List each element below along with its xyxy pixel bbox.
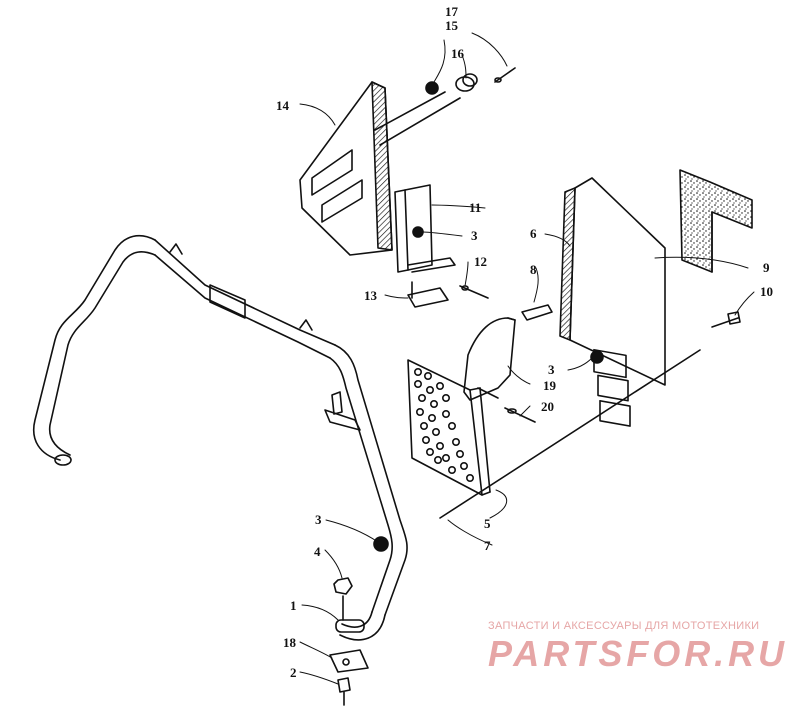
plate-hole [429, 399, 438, 408]
callout-18: 18 [283, 635, 297, 650]
bracket-19 [463, 317, 516, 401]
leader-lines [299, 32, 755, 685]
plate-hole [423, 371, 432, 380]
bumper-tube-part [33, 234, 408, 641]
plate-holes [413, 367, 474, 482]
plate-hole [441, 409, 450, 418]
bushing-16 [455, 73, 478, 92]
plate-hole [433, 455, 442, 464]
callout-4: 4 [314, 544, 321, 559]
callout-labels: 1 2 3 3 3 4 5 6 7 8 9 10 11 12 13 14 15 … [276, 4, 773, 680]
callout-15: 15 [445, 18, 459, 33]
bracket-18 [329, 649, 369, 673]
callout-6: 6 [530, 226, 537, 241]
callout-8: 8 [530, 262, 537, 277]
watermark-logo-text: PARTSFOR.RU [488, 633, 785, 674]
callout-19: 19 [543, 378, 557, 393]
nut-17 [425, 81, 439, 95]
side-panel-14 [299, 81, 393, 256]
callout-13: 13 [364, 288, 378, 303]
plate-hole [459, 461, 468, 470]
bolt-15 [494, 67, 516, 83]
axle-rod [374, 91, 701, 519]
plate-hole [417, 393, 426, 402]
callout-20: 20 [541, 399, 554, 414]
plate-hole [441, 453, 450, 462]
plate-hole [435, 381, 444, 390]
plate-hole [431, 427, 440, 436]
side-panel-6 [559, 177, 666, 427]
bracket-11 [394, 184, 456, 273]
plate-hole [413, 379, 422, 388]
callout-14: 14 [276, 98, 290, 113]
watermark-tagline: ЗАПЧАСТИ И АКСЕССУАРЫ ДЛЯ МОТОТЕХНИКИ [488, 620, 760, 632]
callout-17: 17 [445, 4, 459, 19]
callout-2: 2 [290, 665, 297, 680]
plate-hole [425, 447, 434, 456]
plate-hole [413, 367, 422, 376]
callout-9: 9 [763, 260, 770, 275]
latch-8 [521, 304, 553, 321]
nut-4 [333, 577, 353, 621]
plate-hole [427, 413, 436, 422]
bolt-2 [337, 677, 351, 706]
plate-hole [451, 437, 460, 446]
callout-3-right: 3 [548, 362, 555, 377]
plate-hole [415, 407, 424, 416]
bolt-10 [711, 311, 741, 328]
callout-1: 1 [290, 598, 297, 613]
nut-3-upper [412, 226, 424, 238]
plate-hole [425, 385, 434, 394]
callout-11: 11 [469, 200, 481, 215]
callout-10: 10 [760, 284, 773, 299]
callout-3-lower: 3 [315, 512, 322, 527]
bracket-13 [407, 281, 449, 308]
pin-20 [504, 407, 536, 423]
plate-hole [447, 465, 456, 474]
nut-3-right [590, 350, 604, 364]
foam-block-9 [679, 169, 753, 273]
callout-7: 7 [484, 538, 491, 553]
watermark-logo: PARTSFOR.RU [488, 633, 785, 674]
plate-hole [441, 393, 450, 402]
plate-hole [465, 473, 474, 482]
callout-5: 5 [484, 516, 491, 531]
plate-hole [419, 421, 428, 430]
plate-hole [435, 441, 444, 450]
lock-nut-3-lower [373, 536, 389, 552]
plate-hole [455, 449, 464, 458]
callout-12: 12 [474, 254, 487, 269]
plate-hole [447, 421, 456, 430]
callout-16: 16 [451, 46, 465, 61]
pin-12 [459, 285, 489, 299]
callout-3-upper: 3 [471, 228, 478, 243]
plate-hole [421, 435, 430, 444]
